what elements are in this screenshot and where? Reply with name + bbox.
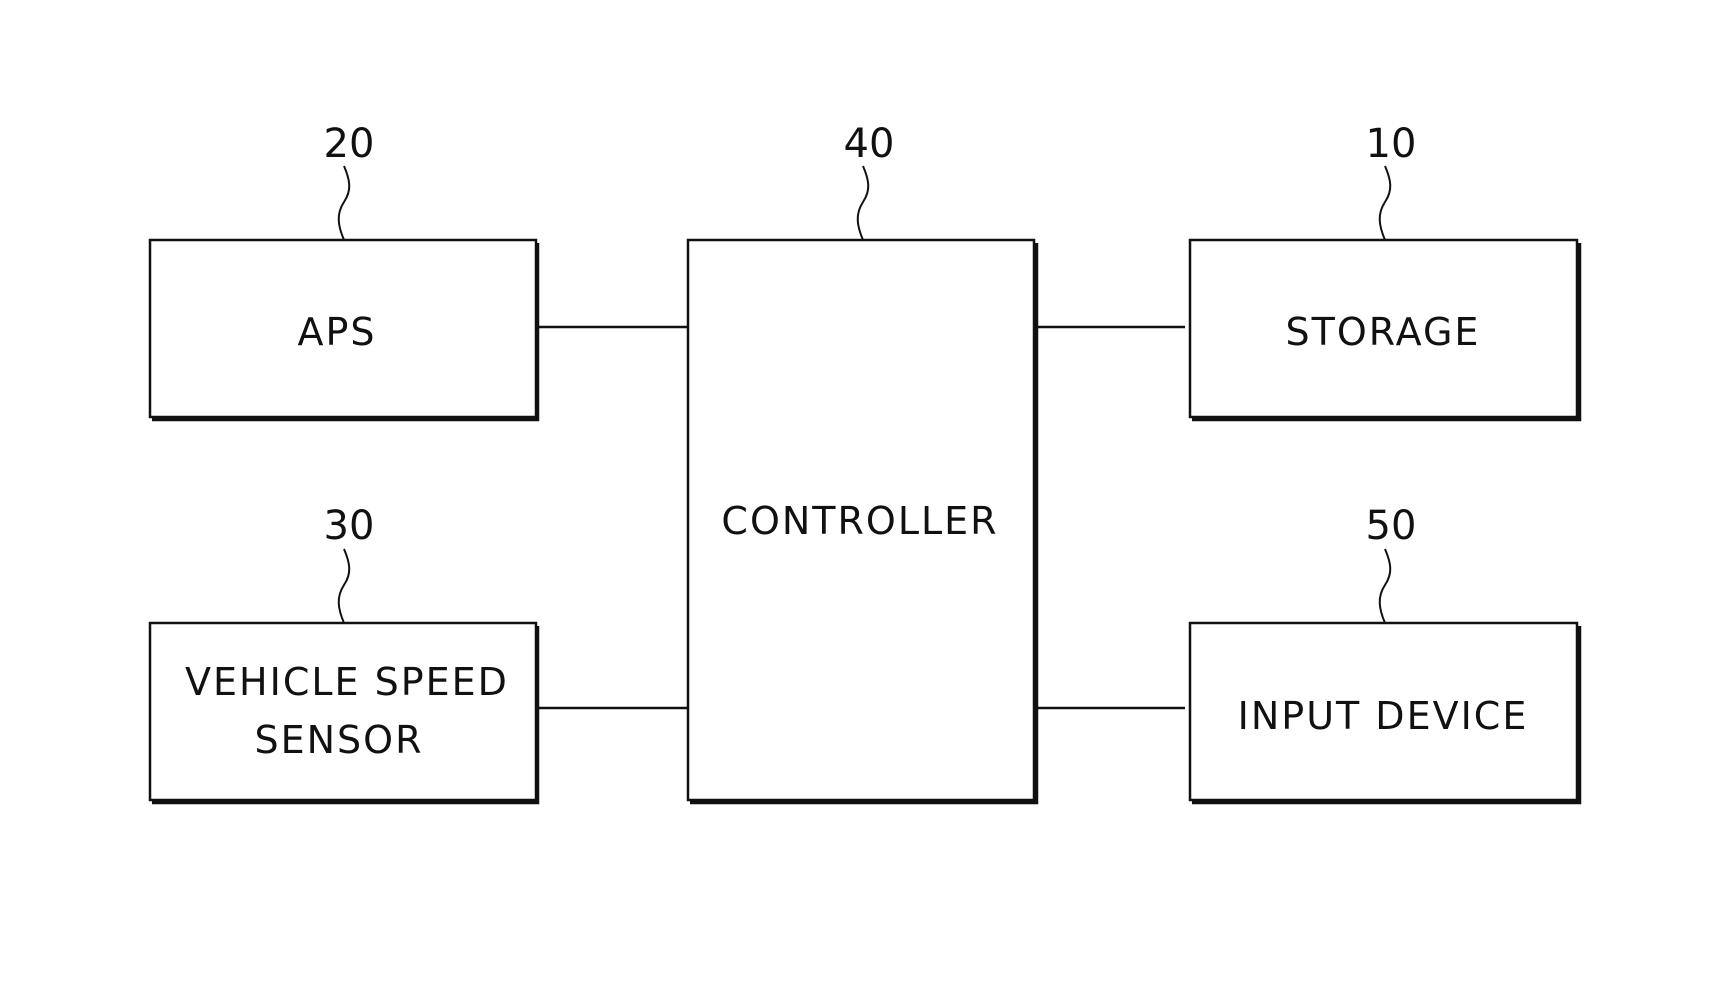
input-device-ref-number: 50 [1366,503,1417,549]
controller-leader-line [858,166,869,240]
controller-label: CONTROLLER [721,499,998,543]
aps-leader-line [339,166,350,240]
storage-ref-number: 10 [1366,121,1417,167]
controller-ref-number: 40 [844,121,895,167]
vehicle-speed-sensor-block: VEHICLE SPEED SENSOR 30 [150,503,537,802]
input-device-label: INPUT DEVICE [1238,694,1529,738]
aps-block: APS 20 [150,121,537,419]
vehicle-speed-sensor-leader-line [339,549,350,623]
input-device-leader-line [1380,549,1391,623]
vehicle-speed-sensor-ref-number: 30 [324,503,375,549]
storage-block: STORAGE 10 [1190,121,1579,419]
storage-label: STORAGE [1286,310,1481,354]
aps-label: APS [297,310,376,354]
controller-block: CONTROLLER 40 [688,121,1036,802]
vehicle-speed-sensor-box [150,623,536,800]
vehicle-speed-sensor-label-line-1: VEHICLE SPEED [185,660,509,704]
input-device-block: INPUT DEVICE 50 [1190,503,1579,802]
vehicle-speed-sensor-label-line-2: SENSOR [255,718,424,762]
aps-ref-number: 20 [324,121,375,167]
storage-leader-line [1380,166,1391,240]
